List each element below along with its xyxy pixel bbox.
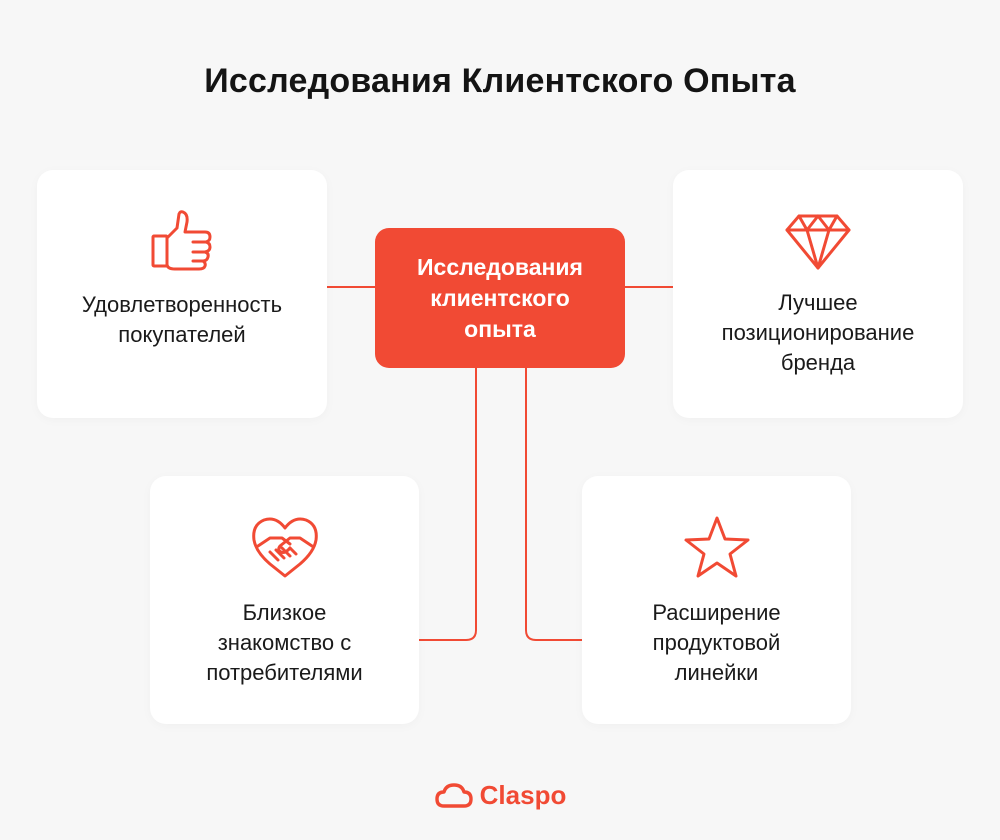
- card-label: Лучшее позиционирование бренда: [721, 290, 915, 375]
- handshake-heart-icon: [251, 517, 318, 578]
- diamond-icon: [785, 214, 851, 270]
- card-product-line: Расширение продуктовой линейки: [582, 476, 851, 724]
- cloud-icon: [434, 782, 473, 808]
- logo-text: Claspo: [479, 780, 567, 810]
- card-customer-satisfaction: Удовлетворенность покупателей: [37, 170, 327, 418]
- connector-bottom-right: [525, 368, 582, 641]
- center-node-label: Исследования клиентского опыта: [417, 253, 583, 342]
- center-node: Исследования клиентского опыта: [375, 228, 625, 368]
- card-label: Расширение продуктовой линейки: [652, 600, 781, 685]
- card-brand-positioning: Лучшее позиционирование бренда: [673, 170, 963, 418]
- card-label: Удовлетворенность покупателей: [81, 292, 283, 347]
- connector-bottom-left: [419, 368, 477, 641]
- brand-logo: Claspo: [0, 780, 1000, 811]
- thumbs-up-icon: [151, 210, 212, 271]
- star-icon: [684, 516, 749, 578]
- card-consumer-familiarity: Близкое знакомство с потребителями: [150, 476, 419, 724]
- card-label: Близкое знакомство с потребителями: [206, 600, 363, 685]
- page-title: Исследования Клиентского Опыта: [204, 62, 796, 100]
